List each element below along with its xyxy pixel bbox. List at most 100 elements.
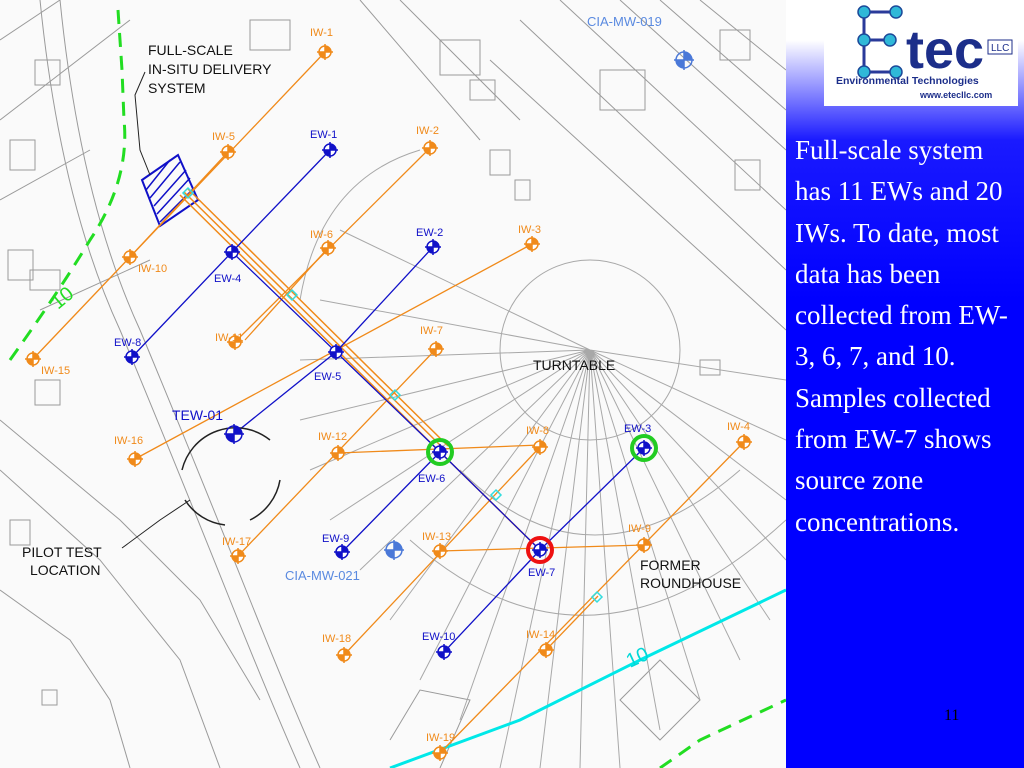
well-quadrant bbox=[540, 544, 546, 550]
well-quadrant bbox=[644, 539, 650, 545]
well-ew-2: EW-2 bbox=[416, 227, 443, 255]
well-label: EW-3 bbox=[624, 423, 651, 435]
callout-pilot-1: PILOT TEST bbox=[22, 544, 102, 560]
well-quadrant bbox=[232, 556, 238, 562]
manifold-junctions bbox=[181, 186, 604, 604]
callout-turntable: TURNTABLE bbox=[533, 357, 615, 373]
well-quadrant bbox=[330, 352, 336, 358]
monitoring-well-cia-mw-019: CIA-MW-019 bbox=[587, 14, 694, 70]
callout-delivery-3: SYSTEM bbox=[148, 80, 206, 96]
well-label: IW-4 bbox=[727, 421, 750, 433]
well-quadrant bbox=[132, 351, 138, 357]
well-iw-11: IW-11 bbox=[215, 332, 243, 350]
well-label: IW-11 bbox=[215, 332, 243, 344]
well-quadrant bbox=[232, 246, 238, 252]
well-label: EW-5 bbox=[314, 371, 341, 383]
well-label: IW-18 bbox=[322, 633, 351, 645]
well-quadrant bbox=[434, 452, 440, 458]
well-label-cia-mw-021: CIA-MW-021 bbox=[285, 568, 360, 583]
well-label: IW-16 bbox=[114, 435, 143, 447]
well-quadrant bbox=[427, 247, 433, 253]
well-quadrant bbox=[534, 447, 540, 453]
well-quadrant bbox=[330, 144, 336, 150]
well-quadrant bbox=[226, 252, 232, 258]
well-iw-14: IW-14 bbox=[526, 629, 555, 658]
well-label: IW-17 bbox=[222, 536, 251, 548]
delivery-leader-line bbox=[134, 71, 151, 176]
well-quadrant bbox=[738, 442, 744, 448]
well-iw-9: IW-9 bbox=[628, 523, 652, 553]
turntable-tracks bbox=[299, 149, 786, 768]
well-iw-5: IW-5 bbox=[212, 131, 236, 160]
well-quadrant bbox=[344, 649, 350, 655]
well-quadrant bbox=[332, 453, 338, 459]
logo-suffix: LLC bbox=[991, 43, 1009, 54]
well-quadrant bbox=[644, 442, 650, 448]
well-iw-1: IW-1 bbox=[310, 27, 333, 60]
well-quadrant bbox=[444, 646, 450, 652]
well-iw-7: IW-7 bbox=[420, 325, 444, 357]
well-iw-10: IW-10 bbox=[122, 249, 167, 275]
well-label: EW-4 bbox=[214, 273, 241, 285]
well-ew-6: EW-6 bbox=[418, 438, 454, 485]
well-quadrant bbox=[440, 545, 446, 551]
well-quadrant bbox=[438, 652, 444, 658]
well-iw-15: IW-15 bbox=[25, 351, 70, 377]
callout-roundhouse-1: FORMER bbox=[640, 557, 701, 573]
contour-label-green: 10 bbox=[47, 283, 78, 314]
callout-delivery-2: IN-SITU DELIVERY bbox=[148, 61, 272, 77]
callout-pilot-2: LOCATION bbox=[30, 562, 101, 578]
well-quadrant bbox=[322, 248, 328, 254]
well-iw-3: IW-3 bbox=[518, 224, 541, 252]
well-quadrant bbox=[440, 747, 446, 753]
well-iw-2: IW-2 bbox=[416, 125, 439, 156]
well-ew-9: EW-9 bbox=[322, 533, 350, 560]
well-quadrant bbox=[436, 343, 442, 349]
contour-line-cyan bbox=[389, 588, 786, 768]
well-quadrant bbox=[338, 447, 344, 453]
site-map-drawing: 10 10 bbox=[0, 0, 786, 768]
well-quadrant bbox=[27, 359, 33, 365]
well-quadrant bbox=[638, 545, 644, 551]
highlight-ring-green bbox=[426, 438, 454, 466]
well-label: IW-15 bbox=[41, 365, 70, 377]
well-label: IW-7 bbox=[420, 325, 443, 337]
well-quadrant bbox=[33, 353, 39, 359]
well-quadrant bbox=[324, 150, 330, 156]
well-quadrant bbox=[338, 655, 344, 661]
well-quadrant bbox=[534, 550, 540, 556]
well-quadrant bbox=[228, 146, 234, 152]
contour-line-green-lower bbox=[659, 698, 786, 768]
well-label: IW-10 bbox=[138, 263, 167, 275]
well-iw-13: IW-13 bbox=[422, 531, 451, 559]
well-label: IW-12 bbox=[318, 431, 347, 443]
well-quadrant bbox=[336, 552, 342, 558]
well-quadrant bbox=[130, 251, 136, 257]
monitoring-well-tew-01: TEW-01 bbox=[172, 407, 244, 444]
highlight-ring-red bbox=[526, 536, 554, 564]
callouts: FULL-SCALE IN-SITU DELIVERY SYSTEM PILOT… bbox=[22, 42, 741, 591]
well-label: IW-14 bbox=[526, 629, 555, 641]
callout-delivery-1: FULL-SCALE bbox=[148, 42, 233, 58]
well-quadrant bbox=[434, 753, 440, 759]
well-quadrant bbox=[532, 238, 538, 244]
well-ew-8: EW-8 bbox=[114, 337, 141, 365]
well-label: IW-1 bbox=[310, 27, 333, 39]
well-quadrant bbox=[238, 550, 244, 556]
well-quadrant bbox=[319, 52, 325, 58]
well-label: EW-10 bbox=[422, 631, 455, 643]
company-logo: tec LLC Environmental Technologies www.e… bbox=[824, 0, 1018, 106]
well-quadrant bbox=[638, 448, 644, 454]
logo-company: Environmental Technologies bbox=[836, 75, 979, 87]
well-label: EW-9 bbox=[322, 533, 349, 545]
logo-wordmark: tec bbox=[906, 20, 984, 80]
well-quadrant bbox=[229, 342, 235, 348]
well-quadrant bbox=[434, 551, 440, 557]
well-quadrant bbox=[430, 142, 436, 148]
basemap-linework bbox=[0, 0, 786, 768]
well-quadrant bbox=[540, 441, 546, 447]
logo-url: www.etecllc.com bbox=[919, 90, 992, 100]
contour-line-green bbox=[8, 9, 127, 361]
well-label: EW-1 bbox=[310, 129, 337, 141]
well-iw-6: IW-6 bbox=[310, 229, 336, 256]
